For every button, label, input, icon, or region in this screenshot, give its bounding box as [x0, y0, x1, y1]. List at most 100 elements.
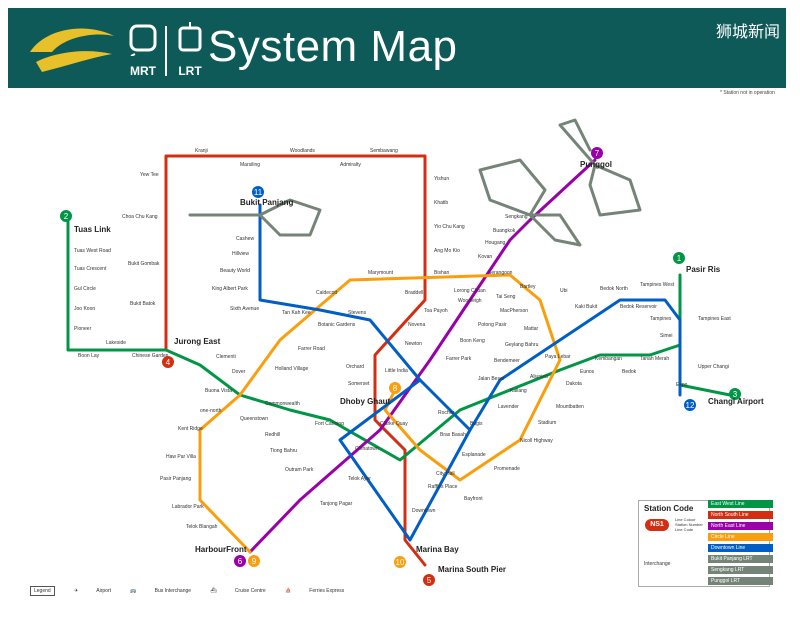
cruise-icon: ⛴ [210, 588, 217, 594]
legend-label: Legend [30, 586, 55, 596]
badge-ew-west: 2 [64, 212, 69, 221]
station-tampines-east: Tampines East [698, 316, 731, 322]
station-somerset: Somerset [348, 381, 370, 387]
header-banner: MRT LRT System Map 狮城新闻 [8, 8, 786, 88]
station-changi: Changi Airport [708, 397, 764, 406]
station-bedok-reservoir: Bedok Reservoir [620, 304, 657, 310]
station-stadium: Stadium [538, 420, 556, 426]
station-lorong-chuan: Lorong Chuan [454, 288, 486, 294]
sk-lrt[interactable] [478, 158, 582, 247]
legend-bp: Bukit Panjang LRT [708, 555, 773, 563]
station-caldecott: Caldecott [316, 290, 338, 296]
station-tan-kah-kee: Tan Kah Kee [282, 310, 311, 316]
watermark-text: 狮城新闻 [715, 24, 780, 41]
station-kranji: Kranji [195, 148, 208, 154]
station-pasir-panjang: Pasir Panjang [160, 476, 191, 482]
station-marina-south: Marina South Pier [438, 565, 506, 574]
station-kallang: Kallang [510, 388, 527, 394]
station-buona-vista: Buona Vista [205, 388, 232, 394]
cruise-label: Cruise Centre [234, 588, 266, 594]
station-labrador: Labrador Park [172, 504, 204, 510]
bp-lrt[interactable] [188, 198, 322, 237]
station-eunos: Eunos [580, 369, 595, 375]
station-bendemeer: Bendemeer [494, 358, 520, 364]
ferry-label: Ferries Express [309, 588, 345, 594]
station-bedok-north: Bedok North [600, 286, 628, 292]
header-divider [165, 26, 167, 76]
ne-line[interactable] [248, 158, 597, 554]
station-stevens: Stevens [348, 310, 367, 316]
station-geylang-bahru: Geylang Bahru [505, 342, 539, 348]
station-orchard: Orchard [346, 364, 364, 370]
legend-sk: Sengkang LRT [708, 566, 773, 574]
bus-icon: 🚌 [130, 588, 137, 594]
bus-label: Bus Interchange [154, 588, 192, 594]
station-marina-bay: Marina Bay [416, 545, 459, 554]
station-tampines-west: Tampines West [640, 282, 675, 288]
smrt-logo-icon [30, 28, 114, 72]
legend-dt: Downtown Line [708, 544, 773, 552]
badge-ne-north: 7 [595, 149, 600, 158]
station-jalan-besar: Jalan Besar [478, 376, 505, 382]
station-boon-lay: Boon Lay [78, 353, 100, 359]
station-commonwealth: Commonwealth [265, 401, 300, 407]
station-ang-mo-kio: Ang Mo Kio [434, 248, 460, 254]
mrt-label: MRT [130, 64, 156, 78]
station-buangkok: Buangkok [493, 228, 516, 234]
station-kovan: Kovan [478, 254, 492, 260]
station-marsiling: Marsiling [240, 162, 260, 168]
pg-lrt[interactable] [558, 118, 642, 217]
lrt-mode: LRT [170, 22, 210, 78]
station-aljunied: Aljunied [530, 374, 548, 380]
key-sub3: Line Code [675, 527, 694, 532]
legend-ne: North East Line [708, 522, 773, 530]
legend-ew: East West Line [708, 500, 773, 508]
station-bras-basah: Bras Basah [440, 432, 466, 438]
ew-changi-branch[interactable] [678, 343, 732, 397]
dt-line[interactable] [258, 203, 682, 432]
station-gul: Gul Circle [74, 286, 96, 292]
station-pioneer: Pioneer [74, 326, 92, 332]
key-sub2: Station Number [675, 522, 703, 527]
legend-pg: Punggol LRT [708, 577, 773, 585]
station-cashew: Cashew [236, 236, 254, 242]
dt-loop[interactable] [338, 378, 472, 542]
cc-line[interactable] [198, 273, 562, 554]
station-chinatown: Chinatown [355, 446, 379, 452]
station-admiralty: Admiralty [340, 162, 361, 168]
station-boon-keng: Boon Keng [460, 338, 485, 344]
badge-ns-south: 5 [427, 576, 432, 585]
station-nicoll: Nicoll Highway [520, 438, 553, 444]
badge-dt: 11 [254, 188, 263, 197]
station-tiong-bahru: Tiong Bahru [270, 448, 297, 454]
station-telok-blangah: Telok Blangah [186, 524, 218, 530]
station-bartley: Bartley [520, 284, 536, 290]
station-joo-koon: Joo Koon [74, 306, 95, 312]
station-dhoby-ghaut: Dhoby Ghaut [340, 397, 391, 406]
page-title: System Map [208, 22, 458, 71]
station-holland: Holland Village [275, 366, 308, 372]
station-ubi: Ubi [560, 288, 568, 294]
station-queenstown: Queenstown [240, 416, 268, 422]
station-mountbatten: Mountbatten [556, 404, 584, 410]
line-badges: 2 1 3 4 5 6 7 9 10 8 11 12 [60, 147, 741, 586]
station-pasir-ris: Pasir Ris [686, 265, 721, 274]
station-kaki-bukit: Kaki Bukit [575, 304, 598, 310]
key-sub1: Line Colour [675, 517, 696, 522]
ns-line[interactable] [164, 154, 427, 567]
station-raffles: Raffles Place [428, 484, 458, 490]
station-haw-par: Haw Par Villa [166, 454, 196, 460]
station-farrer-park: Farrer Park [446, 356, 472, 362]
station-tuas-cres: Tuas Crescent [74, 266, 107, 272]
ew-line[interactable] [66, 220, 682, 462]
station-jurong-east: Jurong East [174, 337, 221, 346]
station-clementi: Clementi [216, 354, 236, 360]
station-paya-lebar: Paya Lebar [545, 354, 571, 360]
station-lakeside: Lakeside [106, 340, 126, 346]
station-harbourfront: HarbourFront [195, 545, 247, 554]
badge-ns: 4 [166, 358, 171, 367]
key-interchange: Interchange [644, 561, 671, 567]
station-telok-ayer: Telok Ayer [348, 476, 371, 482]
station-chinese-garden: Chinese Garden [132, 353, 169, 359]
